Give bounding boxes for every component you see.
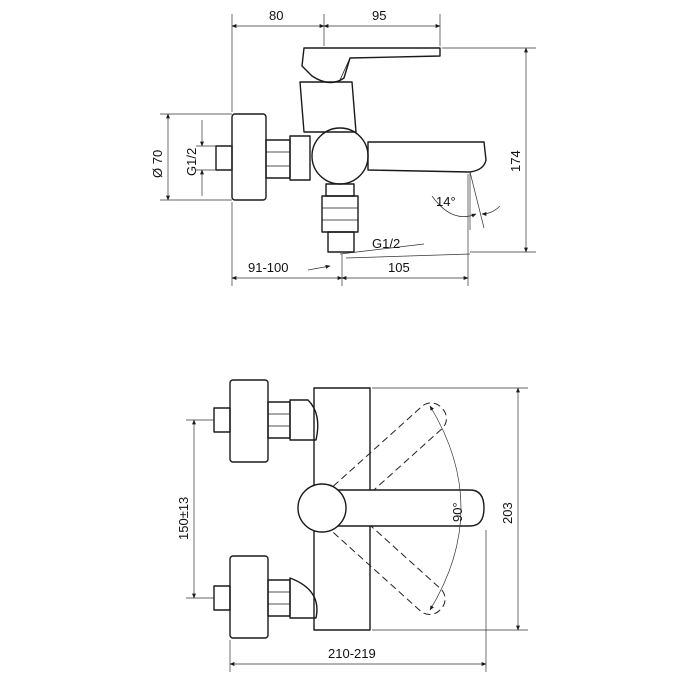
outlet-nut xyxy=(325,183,355,197)
spout xyxy=(367,141,487,173)
upper-inlet-stub xyxy=(213,407,231,433)
lower-flange xyxy=(229,555,269,639)
outlet-connector xyxy=(321,195,359,233)
mixer-column xyxy=(299,81,357,133)
dim-inlet-spacing: 150±13 xyxy=(176,497,191,540)
front-view: 90° 150±13 203 210-219 xyxy=(176,379,528,672)
lever-handle xyxy=(301,47,441,84)
inlet-stub xyxy=(215,145,233,171)
dim-wall-offset: 91-100 xyxy=(248,260,288,275)
lower-connector xyxy=(267,579,291,617)
mixer-body xyxy=(311,127,369,185)
outlet-stub xyxy=(327,231,355,253)
wall-flange xyxy=(231,113,267,201)
dim-outlet-thread: G1/2 xyxy=(372,236,400,251)
dim-body-height: 203 xyxy=(500,502,515,524)
dim-spout-reach-top: 95 xyxy=(372,8,386,23)
dim-spout-angle: 14° xyxy=(436,194,456,209)
dim-height: 174 xyxy=(508,150,523,172)
upper-connector xyxy=(267,401,291,439)
side-view: 80 95 Ø 70 G1/2 174 14° G1/2 xyxy=(150,8,536,286)
lower-inlet-stub xyxy=(213,585,231,611)
upper-flange xyxy=(229,379,269,463)
dim-flange-diameter: Ø 70 xyxy=(150,150,165,178)
dim-overall-width: 210-219 xyxy=(328,646,376,661)
dim-spout-reach-bottom: 105 xyxy=(388,260,410,275)
lever-pivot xyxy=(297,483,347,533)
dim-inlet-thread: G1/2 xyxy=(184,148,199,176)
eccentric-union xyxy=(289,135,311,181)
front-lever xyxy=(317,489,485,527)
connector-nut xyxy=(265,139,291,179)
dim-handle-offset: 80 xyxy=(269,8,283,23)
dim-lever-swing: 90° xyxy=(450,502,465,522)
